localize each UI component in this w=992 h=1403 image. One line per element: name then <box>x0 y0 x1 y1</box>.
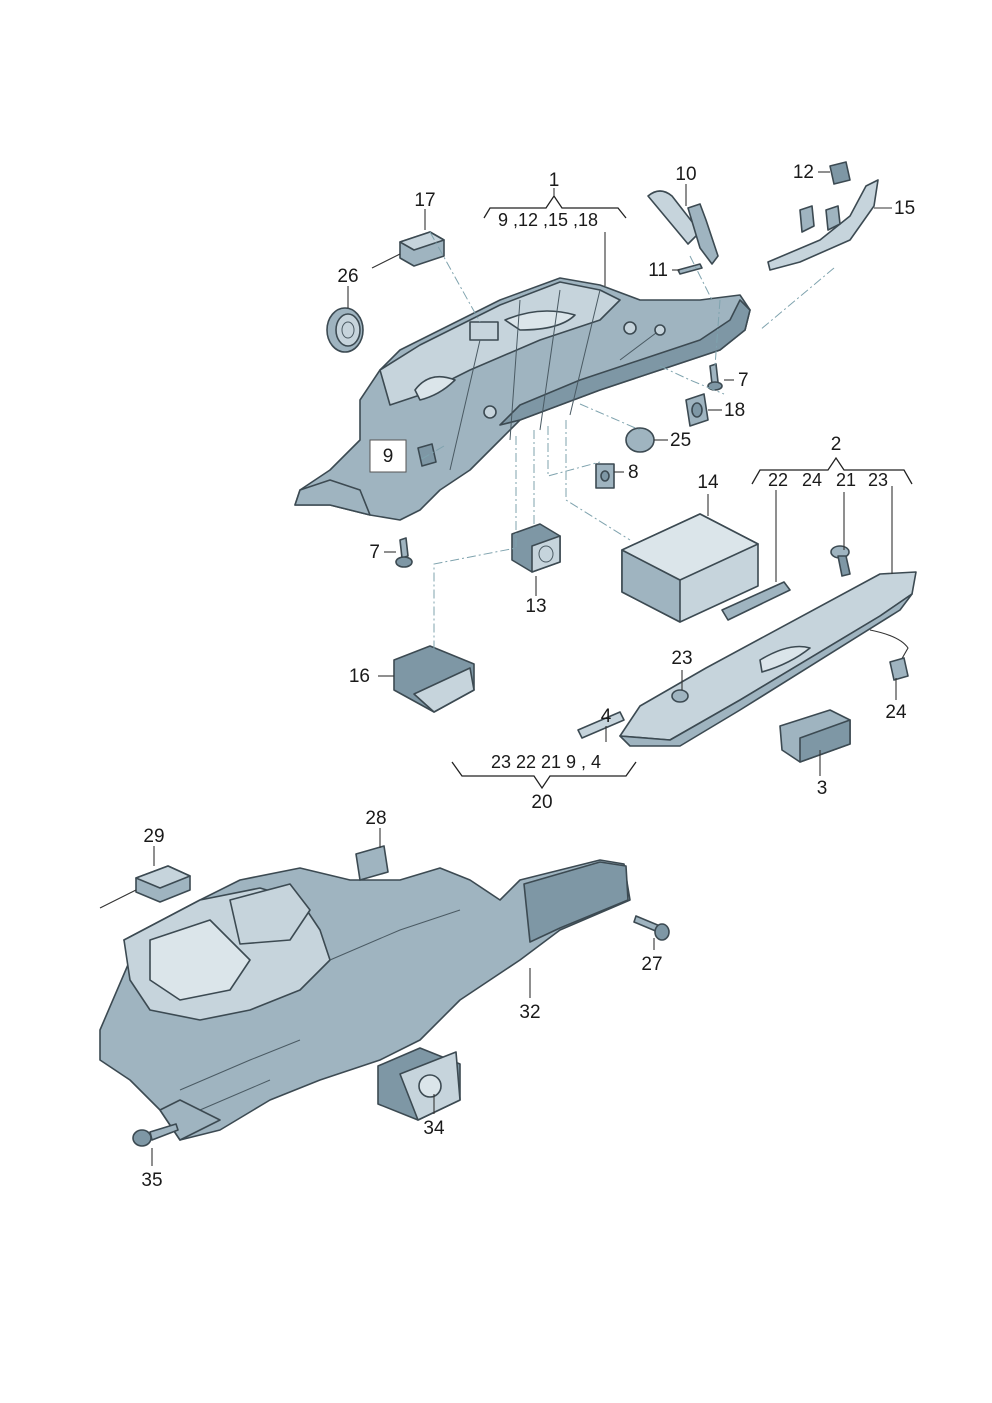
callout-9: 9 <box>383 446 394 467</box>
brace-group-2 <box>751 456 913 485</box>
callout-18: 18 <box>724 400 745 421</box>
part-2-glove-box-lid <box>619 571 917 747</box>
part-21-screw <box>830 545 851 577</box>
callout-25: 25 <box>670 430 691 451</box>
callout-2: 2 <box>831 434 842 455</box>
part-35-screw <box>132 1123 179 1147</box>
brace-group-1 <box>483 188 627 219</box>
part-25-cap <box>625 427 655 453</box>
brace-group-20 <box>451 761 637 790</box>
group-label-2-21: 21 <box>836 470 856 490</box>
part-23-clip <box>671 689 689 703</box>
callout-10: 10 <box>675 164 696 185</box>
part-11-screw <box>677 263 703 275</box>
callout-16: 16 <box>349 666 370 687</box>
part-13-switch <box>511 523 561 573</box>
part-7-screw-a <box>707 363 723 391</box>
part-22-strip <box>721 581 791 621</box>
glove-box-housing <box>294 277 751 521</box>
group-label-2-23: 23 <box>868 470 888 490</box>
part-24-wiring <box>869 629 909 681</box>
callout-12: 12 <box>793 162 814 183</box>
callout-20: 20 <box>531 792 552 813</box>
callout-28: 28 <box>365 808 386 829</box>
callout-27: 27 <box>641 954 662 975</box>
part-4-hinge-pin <box>577 711 625 739</box>
callout-1: 1 <box>549 170 560 191</box>
callout-3: 3 <box>817 778 828 799</box>
callout-14: 14 <box>697 472 719 493</box>
part-3-lock <box>779 709 851 763</box>
callout-labels: 1 9 ,12 ,15 ,18 17 26 10 11 12 15 7 18 2… <box>141 162 915 1191</box>
callout-13: 13 <box>525 596 546 617</box>
part-9-clip <box>369 439 437 473</box>
callout-17: 17 <box>414 190 435 211</box>
part-12-clip <box>829 161 851 185</box>
solid-leaders <box>151 171 897 1166</box>
part-15-trim-strip <box>767 179 879 271</box>
callout-24: 24 <box>885 702 907 723</box>
group-label-2-24: 24 <box>802 470 822 490</box>
part-34-light-switch <box>377 1047 461 1121</box>
part-27-screw <box>633 915 670 941</box>
group-label-2-22: 22 <box>768 470 788 490</box>
part-10-lock-cylinder <box>647 190 719 265</box>
part-28-clip <box>355 845 389 881</box>
callout-29: 29 <box>143 826 164 847</box>
part-18-bracket <box>685 393 709 427</box>
part-16-tray <box>393 645 475 713</box>
callout-4: 4 <box>601 706 612 727</box>
callout-8: 8 <box>628 462 639 483</box>
callout-26: 26 <box>337 266 358 287</box>
dashed-leaders <box>419 231 835 650</box>
callout-34: 34 <box>423 1118 445 1139</box>
part-29-sensor <box>99 865 191 909</box>
callout-23-clip: 23 <box>671 648 692 669</box>
callout-11: 11 <box>648 260 668 281</box>
callout-32: 32 <box>519 1002 540 1023</box>
group-label-1: 9 ,12 ,15 ,18 <box>498 210 598 230</box>
part-14-compartment <box>621 513 759 623</box>
callout-15: 15 <box>894 198 915 219</box>
part-7-screw-b <box>395 537 413 568</box>
part-32-lower-panel <box>99 859 631 1141</box>
callout-35: 35 <box>141 1170 162 1191</box>
part-26-grille <box>326 307 364 353</box>
group-label-20: 23 22 21 9 , 4 <box>491 752 601 772</box>
part-8-nut <box>595 463 615 489</box>
callout-7-upper: 7 <box>738 370 749 391</box>
callout-7-lower: 7 <box>369 542 380 563</box>
